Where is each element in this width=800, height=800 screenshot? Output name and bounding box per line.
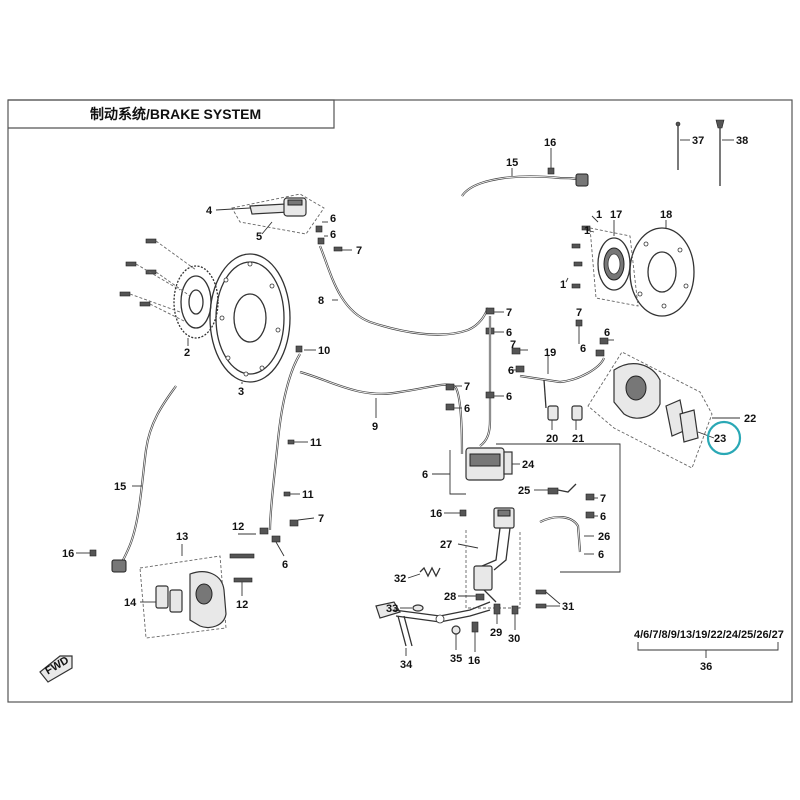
abs-bracket-box [496,443,621,573]
callout-16-rmc: 16 [430,508,442,520]
front-caliper-fittings: 7 6 12 [229,513,324,571]
callout-2: 2 [184,347,190,359]
callout-12-b: 12 [236,599,248,611]
callout-5: 5 [256,231,262,243]
front-caliper-assembly: 14 13 12 [124,531,253,639]
callout-33: 33 [386,603,398,615]
callout-6-rear-top-b: 6 [580,343,586,355]
rear-brake-pipe: 7 6 19 20 21 7 6 6 [508,307,614,445]
callout-18: 18 [660,209,672,221]
callout-36: 36 [700,661,712,673]
brake-hose-8: 8 [318,245,489,336]
callout-12-a: 12 [232,521,244,533]
brake-hose-9: 10 9 [268,345,464,531]
left-disc-rotor [209,253,291,383]
callout-6-caliper: 6 [282,559,288,571]
rear-master-cylinder-assembly: 25 7 6 26 6 16 27 32 28 [375,483,610,671]
callout-24: 24 [522,459,535,471]
callout-23: 23 [714,433,726,445]
left-disc-assembly: 2 3 [119,238,291,398]
callout-32: 32 [394,573,406,585]
callout-22: 22 [744,413,756,425]
left-disc-bolts [119,238,197,323]
rear-disc-assembly: 17 18 1 1 1 [560,209,695,317]
callout-6-mc: 6 [330,213,336,225]
callout-15-front: 15 [114,481,126,493]
callout-6-mc-b: 6 [330,229,336,241]
rear-abs-sensor-cable: 16 15 [461,137,589,197]
parts-37-38: 37 38 [675,119,748,186]
hose-clips-11: 11 11 [283,437,322,501]
callout-16-rear: 16 [544,137,556,149]
callout-11-b: 11 [302,489,314,501]
callout-7-left-pipe: 7 [464,381,470,393]
callout-6-left-pipe: 6 [464,403,470,415]
callout-30: 30 [508,633,520,645]
callout-6-abs-b: 6 [506,391,512,403]
callout-8: 8 [318,295,324,307]
callout-6-rear-pipe: 6 [508,365,514,377]
service-kit-list: 4/6/7/8/9/13/19/22/24/25/26/27 36 [634,629,784,673]
callout-19: 19 [544,347,556,359]
callout-13: 13 [176,531,188,543]
callout-3: 3 [238,386,244,398]
kit-list-text: 4/6/7/8/9/13/19/22/24/25/26/27 [634,629,784,641]
callout-31-a: 31 [562,601,574,613]
callout-7-caliper: 7 [318,513,324,525]
callout-6-rear-top-a: 6 [604,327,610,339]
diagram-frame [7,99,793,703]
callout-1-b: 1 [584,225,590,237]
callout-17: 17 [610,209,622,221]
callout-21: 21 [572,433,584,445]
callout-25: 25 [518,485,530,497]
callout-11-a: 11 [310,437,322,449]
abs-hydraulic-lines: 7 6 6 7 6 6 [422,307,512,495]
left-disc-hub-adapter [173,265,219,339]
callout-20: 20 [546,433,558,445]
callout-14: 14 [124,597,137,609]
callout-29: 29 [490,627,502,639]
callout-7-rmc: 7 [600,493,606,505]
callout-1-a: 1 [596,209,602,221]
callout-37: 37 [692,135,704,147]
callout-6-rmc-b: 6 [598,549,604,561]
callout-6-abs-a: 6 [506,327,512,339]
callout-26: 26 [598,531,610,543]
callout-7-rear-top: 7 [576,307,582,319]
fwd-arrow-icon: FWD [39,654,73,683]
title-box [8,99,335,129]
callout-6-rmc-a: 6 [600,511,606,523]
callout-7-abs-top: 7 [506,307,512,319]
rear-caliper-assembly: 22 23 [587,351,756,469]
callout-38: 38 [736,135,748,147]
front-master-cylinder: 4 5 6 6 7 [206,193,362,257]
abs-modulator-unit: 24 [465,447,535,481]
callout-27: 27 [440,539,452,551]
callout-16-front: 16 [62,548,74,560]
callout-7-rear-pipe: 7 [510,339,516,351]
callout-34: 34 [400,659,413,671]
callout-7-mc: 7 [356,245,362,257]
callout-4: 4 [206,205,213,217]
callout-1-c: 1 [560,279,566,291]
callout-28: 28 [444,591,456,603]
callout-15-rear: 15 [506,157,518,169]
page-title: 制动系统/BRAKE SYSTEM [90,106,261,122]
callout-10: 10 [318,345,330,357]
front-abs-sensor-cable: 15 16 [62,385,177,573]
callout-16-pedal: 16 [468,655,480,667]
callout-6-left-abs: 6 [422,469,428,481]
callout-23-highlight [706,420,742,456]
callout-35: 35 [450,653,462,665]
callout-9: 9 [372,421,378,433]
